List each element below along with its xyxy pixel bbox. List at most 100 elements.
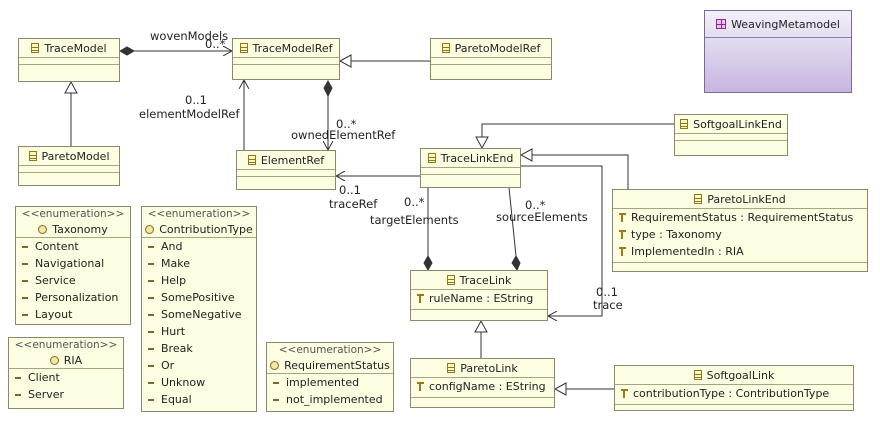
class-name: SoftgoalLink bbox=[706, 368, 775, 382]
literal-icon bbox=[22, 245, 28, 248]
composition-diamond bbox=[511, 254, 521, 272]
class-pareto-model[interactable]: ParetoModel bbox=[18, 146, 120, 186]
literal-icon bbox=[22, 279, 28, 282]
enum-requirement-status[interactable]: <<enumeration>> RequirementStatus implem… bbox=[266, 342, 394, 412]
literal-row: Make bbox=[142, 255, 256, 272]
package-weaving-metamodel[interactable]: WeavingMetamodel bbox=[704, 10, 852, 93]
literal-icon bbox=[148, 296, 154, 299]
class-name: TraceModelRef bbox=[252, 41, 333, 55]
attribute-icon bbox=[417, 382, 424, 391]
class-pareto-link[interactable]: ParetoLink configName : EString bbox=[410, 358, 555, 408]
class-trace-link-end[interactable]: TraceLinkEnd bbox=[420, 148, 521, 188]
package-icon bbox=[716, 19, 727, 29]
literal-row: And bbox=[142, 238, 256, 255]
class-icon bbox=[31, 43, 40, 53]
class-icon bbox=[693, 370, 702, 380]
mult-target-elements: 0..* bbox=[404, 195, 425, 209]
enum-name: RIA bbox=[63, 353, 83, 367]
class-trace-link[interactable]: TraceLink ruleName : EString bbox=[410, 270, 548, 321]
literal-icon bbox=[22, 313, 28, 316]
literal-row: Server bbox=[9, 386, 123, 403]
package-name: WeavingMetamodel bbox=[731, 17, 840, 31]
enumeration-icon bbox=[145, 224, 155, 234]
class-softgoal-link[interactable]: SoftgoalLink contributionType : Contribu… bbox=[614, 365, 854, 411]
generalization-triangle bbox=[64, 80, 78, 94]
edge-trace bbox=[521, 165, 603, 316]
attribute-row: ruleName : EString bbox=[417, 290, 543, 307]
stereotype-label: <<enumeration>> bbox=[147, 208, 251, 220]
generalization-triangle bbox=[475, 136, 489, 150]
enumeration-icon bbox=[38, 224, 48, 234]
class-name: SoftgoalLinkEnd bbox=[693, 117, 782, 131]
enum-contribution-type[interactable]: <<enumeration>> ContributionType And Mak… bbox=[141, 206, 257, 412]
literal-icon bbox=[148, 398, 154, 401]
class-name: TraceLink bbox=[459, 273, 512, 287]
class-pareto-model-ref[interactable]: ParetoModelRef bbox=[430, 38, 552, 80]
attribute-row: ImplementedIn : RIA bbox=[619, 243, 863, 260]
literal-row: Service bbox=[16, 272, 130, 289]
literal-row: Hurt bbox=[142, 323, 256, 340]
generalization-triangle bbox=[338, 54, 352, 68]
literal-row: not_implemented bbox=[267, 391, 393, 408]
literal-row: Help bbox=[142, 272, 256, 289]
literal-icon bbox=[22, 296, 28, 299]
literal-icon bbox=[148, 245, 154, 248]
enum-name: Taxonomy bbox=[52, 222, 108, 236]
class-name: ParetoModelRef bbox=[454, 41, 541, 55]
enumeration-icon bbox=[49, 355, 59, 365]
enumeration-icon bbox=[270, 360, 280, 370]
stereotype-label: <<enumeration>> bbox=[278, 344, 382, 356]
literal-row: Personalization bbox=[16, 289, 130, 306]
attribute-row: contributionType : ContributionType bbox=[621, 385, 849, 402]
mult-source-elements: 0..* bbox=[525, 198, 546, 212]
class-name: ParetoLink bbox=[460, 361, 518, 375]
literal-icon bbox=[148, 313, 154, 316]
literal-icon bbox=[15, 376, 21, 379]
class-icon bbox=[680, 119, 689, 129]
literal-row: Break bbox=[142, 340, 256, 357]
class-pareto-link-end[interactable]: ParetoLinkEnd RequirementStatus : Requir… bbox=[612, 189, 868, 272]
label-element-model-ref: elementModelRef bbox=[139, 107, 240, 121]
generalization-triangle bbox=[474, 319, 488, 333]
class-name: TraceModel bbox=[44, 41, 107, 55]
literal-icon bbox=[148, 381, 154, 384]
enum-ria[interactable]: <<enumeration>> RIA Client Server bbox=[8, 337, 124, 409]
literal-icon bbox=[148, 364, 154, 367]
label-source-elements: sourceElements bbox=[496, 210, 588, 224]
attribute-icon bbox=[621, 389, 628, 398]
attribute-row: configName : EString bbox=[417, 378, 550, 395]
stereotype-label: <<enumeration>> bbox=[14, 339, 118, 351]
class-name: TraceLinkEnd bbox=[440, 151, 514, 165]
class-softgoal-link-end[interactable]: SoftgoalLinkEnd bbox=[674, 114, 788, 156]
label-target-elements: targetElements bbox=[370, 213, 459, 227]
literal-row: SomePositive bbox=[142, 289, 256, 306]
class-icon bbox=[427, 153, 436, 163]
mult-trace-ref: 0..1 bbox=[339, 183, 361, 197]
class-trace-model-ref[interactable]: TraceModelRef bbox=[232, 38, 340, 80]
edge-generalization-pareto-link-end bbox=[532, 154, 629, 189]
class-icon bbox=[441, 43, 450, 53]
generalization-triangle bbox=[519, 148, 533, 162]
edge-generalization-softgoal-link-end bbox=[481, 123, 674, 137]
literal-icon bbox=[148, 262, 154, 265]
stereotype-label: <<enumeration>> bbox=[21, 208, 125, 220]
class-element-ref[interactable]: ElementRef bbox=[236, 150, 336, 190]
attribute-icon bbox=[619, 247, 626, 256]
class-trace-model[interactable]: TraceModel bbox=[18, 38, 120, 82]
attribute-row: type : Taxonomy bbox=[619, 226, 863, 243]
class-name: ParetoModel bbox=[41, 149, 110, 163]
class-name: ParetoLinkEnd bbox=[707, 192, 786, 206]
mult-element-model-ref: 0..1 bbox=[185, 93, 207, 107]
literal-row: Or bbox=[142, 357, 256, 374]
composition-diamond bbox=[118, 46, 136, 56]
attribute-icon bbox=[619, 230, 626, 239]
enum-name: RequirementStatus bbox=[284, 358, 390, 372]
literal-icon bbox=[148, 279, 154, 282]
composition-diamond bbox=[423, 254, 433, 272]
mult-trace: 0..1 bbox=[596, 285, 618, 299]
enum-name: ContributionType bbox=[159, 222, 253, 236]
literal-icon bbox=[15, 393, 21, 396]
literal-row: Equal bbox=[142, 391, 256, 408]
enum-taxonomy[interactable]: <<enumeration>> Taxonomy Content Navigat… bbox=[15, 206, 131, 325]
